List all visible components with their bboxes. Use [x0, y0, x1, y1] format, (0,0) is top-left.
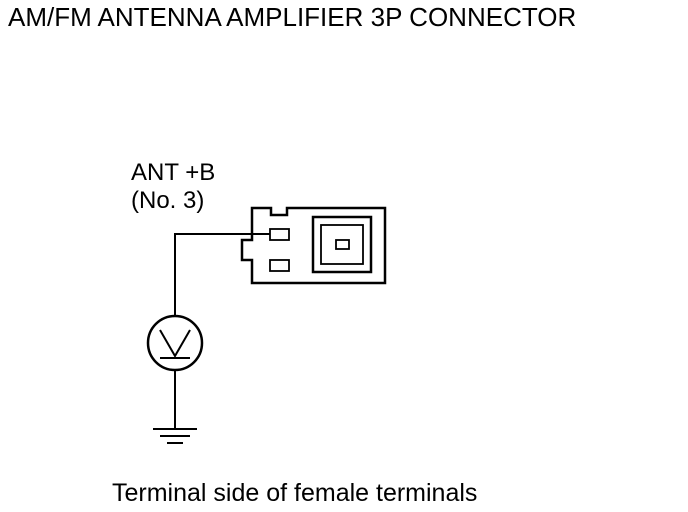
connector-latch-outer: [311, 215, 373, 274]
connector-icon: [240, 206, 387, 285]
terminal-1: [269, 259, 290, 272]
connector-latch-inner: [320, 224, 364, 265]
diagram-caption: Terminal side of female terminals: [112, 479, 477, 507]
terminal-label-number: (No. 3): [131, 187, 204, 214]
diagram-title: AM/FM ANTENNA AMPLIFIER 3P CONNECTOR: [8, 2, 576, 32]
voltmeter-icon: [146, 314, 204, 372]
probe-wire: [174, 233, 270, 316]
ground-icon: [153, 428, 197, 444]
terminal-3: [269, 228, 290, 241]
terminal-label-name: ANT +B: [131, 159, 215, 186]
connector-latch-center: [335, 239, 350, 250]
